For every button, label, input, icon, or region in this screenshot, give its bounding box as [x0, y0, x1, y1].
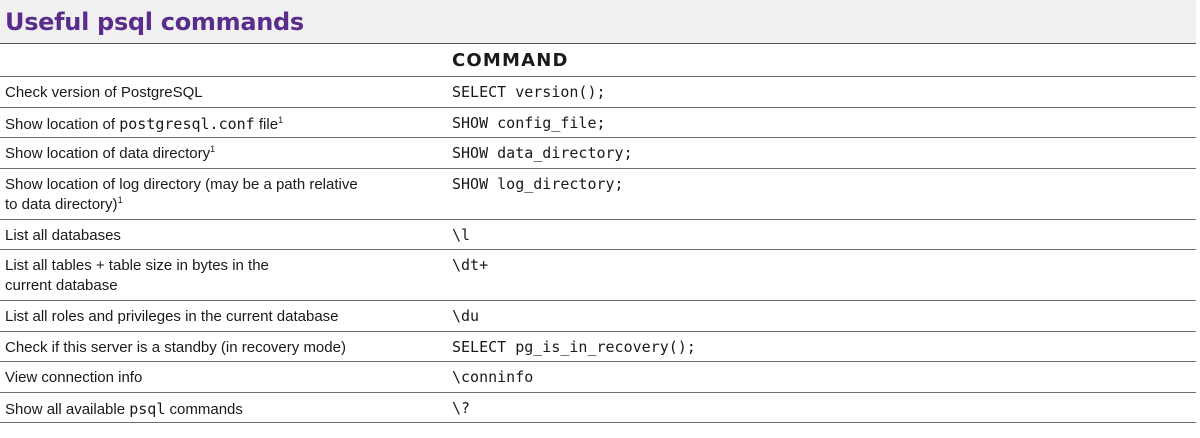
row-command: SELECT pg_is_in_recovery(); — [452, 337, 696, 356]
row-description: Show location of log directory (may be a… — [5, 175, 360, 215]
description-text: Show location of — [5, 115, 120, 133]
row-command: \? — [452, 398, 471, 417]
table-row: Show location of log directory (may be a… — [0, 169, 1196, 220]
description-text: file — [254, 115, 279, 133]
footnote-marker: 1 — [210, 144, 216, 154]
description-text: Show location of log directory (may be a… — [5, 175, 358, 213]
inline-code: psql — [129, 399, 166, 418]
row-description: Check version of PostgreSQL — [5, 84, 203, 101]
row-command: SHOW config_file; — [452, 113, 606, 132]
row-description: Check if this server is a standby (in re… — [5, 338, 346, 356]
footnote-marker: 1 — [117, 194, 123, 205]
row-command: SHOW log_directory; — [452, 174, 624, 193]
row-command: SELECT version(); — [452, 83, 606, 101]
row-command: SHOW data_directory; — [452, 144, 633, 162]
title-bar: Useful psql commands — [0, 0, 1196, 44]
column-header-command: COMMAND — [452, 50, 569, 71]
inline-code: postgresql.conf — [119, 114, 255, 133]
table-row: Show location of postgresql.conf file1 S… — [0, 108, 1196, 138]
table-row: List all tables + table size in bytes in… — [0, 250, 1196, 301]
commands-table: COMMAND Check version of PostgreSQL SELE… — [0, 44, 1196, 423]
row-command: \conninfo — [452, 368, 534, 386]
table-row: Show all available psql commands \? — [0, 393, 1196, 423]
description-text: commands — [165, 400, 243, 418]
row-description: List all roles and privileges in the cur… — [5, 308, 339, 325]
row-description: Show location of postgresql.conf file1 — [5, 114, 605, 135]
page-title: Useful psql commands — [5, 8, 304, 36]
table-row: Show location of data directory1 SHOW da… — [0, 138, 1196, 169]
description-text: Show all available — [5, 400, 130, 418]
footnote-marker: 1 — [278, 114, 284, 125]
table-row: List all roles and privileges in the cur… — [0, 301, 1196, 332]
row-description: Show location of data directory1 — [5, 144, 435, 164]
row-command: \du — [452, 307, 480, 325]
description-text: Show location of data directory — [5, 145, 211, 162]
table-row: List all databases \l — [0, 220, 1196, 250]
row-description: List all tables + table size in bytes in… — [5, 257, 269, 294]
row-description: Show all available psql commands — [5, 399, 435, 420]
row-command: \dt+ — [452, 256, 489, 274]
row-description: View connection info — [5, 369, 143, 386]
table-row: Check if this server is a standby (in re… — [0, 332, 1196, 362]
table-row: Check version of PostgreSQL SELECT versi… — [0, 77, 1196, 108]
row-description: List all databases — [5, 226, 121, 244]
table-header-row: COMMAND — [0, 44, 1196, 77]
row-command: \l — [452, 225, 471, 244]
table-row: View connection info \conninfo — [0, 362, 1196, 393]
